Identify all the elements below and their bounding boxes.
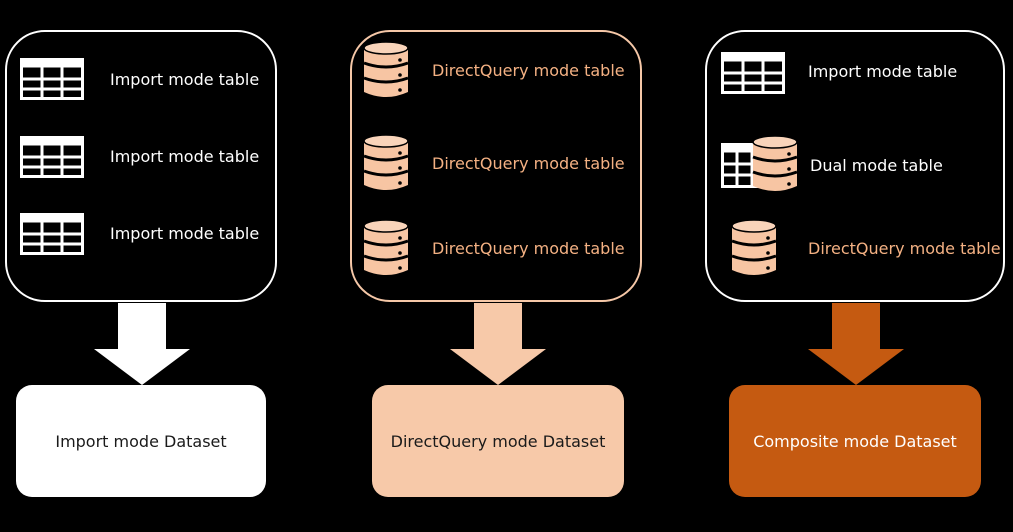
import-mode-dataset: Import mode Dataset	[16, 385, 266, 497]
composite-dataset-label: Composite mode Dataset	[753, 431, 957, 451]
composite-import-table-label: Import mode table	[808, 62, 958, 81]
database-cylinder-icon	[730, 218, 778, 278]
table-grid-icon	[721, 52, 785, 94]
composite-mode-dataset: Composite mode Dataset	[729, 385, 981, 497]
table-grid-icon	[20, 136, 84, 178]
import-dataset-label: Import mode Dataset	[55, 431, 227, 451]
import-table-label-1: Import mode table	[110, 70, 260, 89]
composite-directquery-table-label: DirectQuery mode table	[808, 239, 1001, 258]
directquery-table-label-1: DirectQuery mode table	[432, 61, 625, 80]
database-cylinder-icon	[362, 218, 410, 278]
directquery-table-label-2: DirectQuery mode table	[432, 154, 625, 173]
table-grid-icon	[20, 58, 84, 100]
database-cylinder-icon	[362, 40, 410, 100]
import-table-label-3: Import mode table	[110, 224, 260, 243]
down-arrow-directquery	[450, 303, 546, 385]
database-cylinder-icon	[362, 133, 410, 193]
composite-dual-table-label: Dual mode table	[810, 156, 943, 175]
dual-table-database-icon	[721, 133, 801, 195]
directquery-table-label-3: DirectQuery mode table	[432, 239, 625, 258]
directquery-mode-dataset: DirectQuery mode Dataset	[372, 385, 624, 497]
directquery-dataset-label: DirectQuery mode Dataset	[390, 431, 606, 451]
table-grid-icon	[20, 213, 84, 255]
import-table-label-2: Import mode table	[110, 147, 260, 166]
down-arrow-import	[94, 303, 190, 385]
down-arrow-composite	[808, 303, 904, 385]
